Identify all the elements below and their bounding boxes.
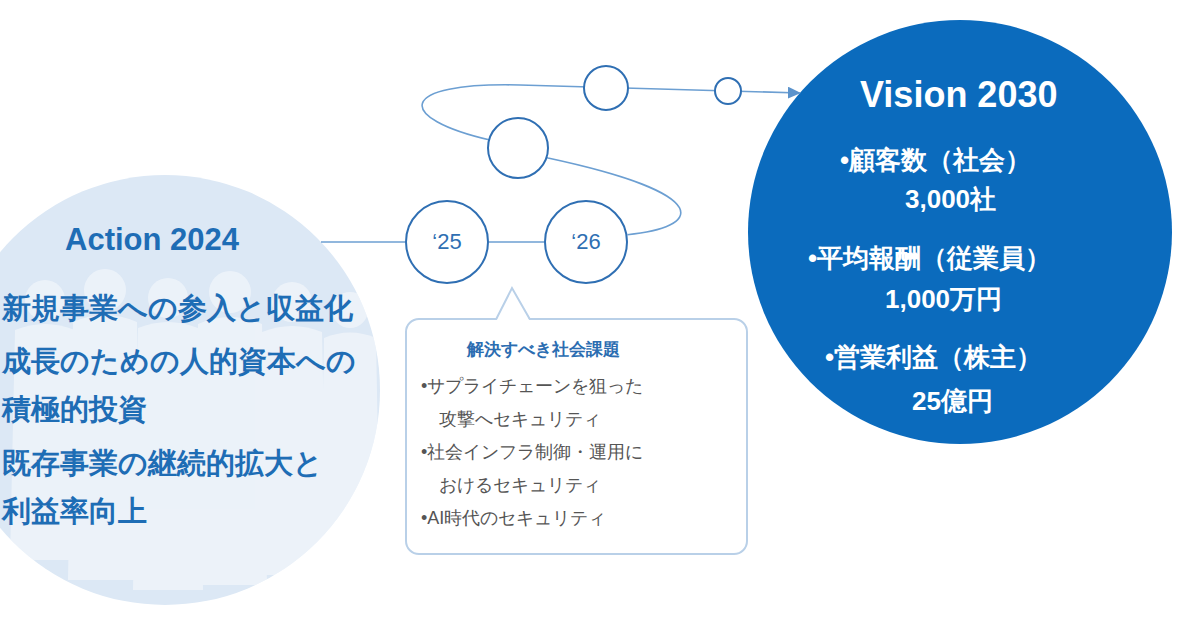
action-circle: Action 2024 新規事業への参入と収益化成長のための人的資本への積極的投資… bbox=[0, 175, 380, 605]
year-label: ‘26 bbox=[546, 229, 626, 255]
year-label: ‘25 bbox=[407, 229, 487, 255]
year-circle: ‘26 bbox=[544, 200, 628, 284]
connector bbox=[321, 241, 405, 243]
year-circle: ‘25 bbox=[405, 200, 489, 284]
vision-item: •顧客数（社会） bbox=[840, 143, 1031, 178]
callout-box: 解決すべき社会課題 •サプライチェーンを狙った 攻撃へセキュリティ•社会インフラ制… bbox=[405, 318, 748, 555]
vision-circle: Vision 2030 •顧客数（社会） 3,000社 •平均報酬（従業員） 1,000… bbox=[748, 20, 1172, 444]
action-item: 新規事業への参入と収益化 bbox=[2, 284, 364, 332]
connector bbox=[489, 241, 544, 243]
step-circle bbox=[584, 66, 628, 110]
step-circle bbox=[488, 118, 548, 178]
action-item: 既存事業の継続的拡大と利益率向上 bbox=[2, 439, 336, 535]
callout-pointer bbox=[496, 288, 530, 321]
callout-item: •AI時代のセキュリティ bbox=[421, 502, 733, 535]
vision-heading: Vision 2030 bbox=[860, 74, 1057, 116]
callout-item: •社会インフラ制御・運用に おけるセキュリティ bbox=[421, 436, 733, 502]
vision-value: 3,000社 bbox=[905, 182, 996, 217]
callout-title: 解決すべき社会課題 bbox=[467, 338, 620, 361]
vision-item: •平均報酬（従業員） bbox=[808, 241, 1051, 276]
step-circle bbox=[715, 78, 741, 104]
vision-value: 25億円 bbox=[912, 384, 993, 419]
action-heading: Action 2024 bbox=[65, 222, 239, 258]
vision-item: •営業利益（株主） bbox=[825, 340, 1042, 375]
vision-value: 1,000万円 bbox=[885, 282, 1002, 317]
callout-pointer-outline bbox=[496, 288, 530, 320]
callout-item: •サプライチェーンを狙った 攻撃へセキュリティ bbox=[421, 370, 733, 436]
action-item: 成長のための人的資本への積極的投資 bbox=[2, 337, 364, 433]
